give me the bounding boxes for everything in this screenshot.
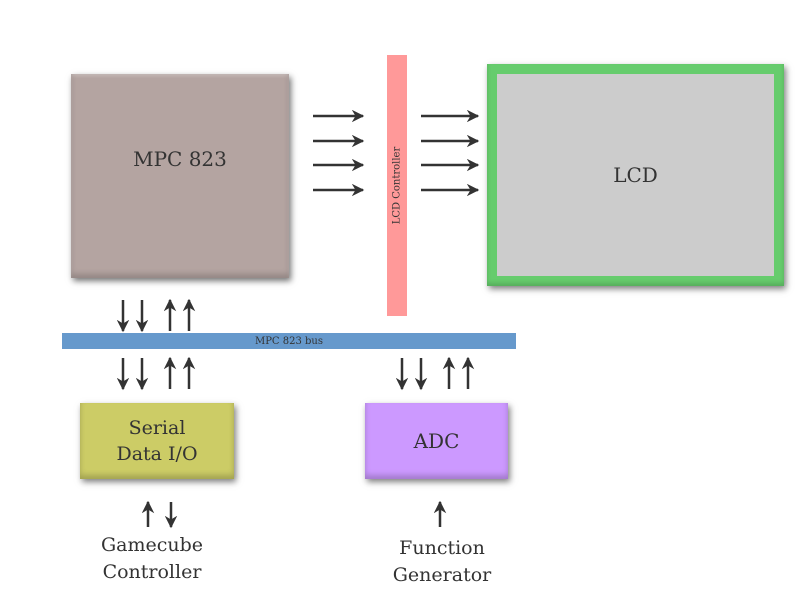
mpc823-label: MPC 823 <box>133 147 227 171</box>
gamecube-controller-label: Gamecube Controller <box>82 532 222 586</box>
serial-label-line-2: Data I/O <box>116 443 198 465</box>
serial-data-io-block: Serial Data I/O <box>80 403 234 479</box>
lcd-block: LCD <box>487 64 784 286</box>
lcd-label: LCD <box>613 163 658 187</box>
function-generator-line-1: Function <box>399 537 485 559</box>
bus-label: MPC 823 bus <box>254 335 324 347</box>
gamecube-label-line-1: Gamecube <box>100 534 204 556</box>
serial-label-line-1: Serial <box>128 417 186 439</box>
function-generator-label: Function Generator <box>372 535 512 589</box>
gamecube-label-line-2: Controller <box>102 561 202 583</box>
mpc823-block: MPC 823 <box>71 74 289 278</box>
function-generator-line-2: Generator <box>392 564 492 586</box>
lcd-screen: LCD <box>497 74 774 276</box>
lcd-controller-block: LCD Controller <box>387 55 407 316</box>
adc-label: ADC <box>413 429 460 453</box>
lcd-controller-label: LCD Controller <box>391 146 403 225</box>
adc-block: ADC <box>365 403 508 479</box>
mpc823-bus: MPC 823 bus <box>62 333 516 349</box>
